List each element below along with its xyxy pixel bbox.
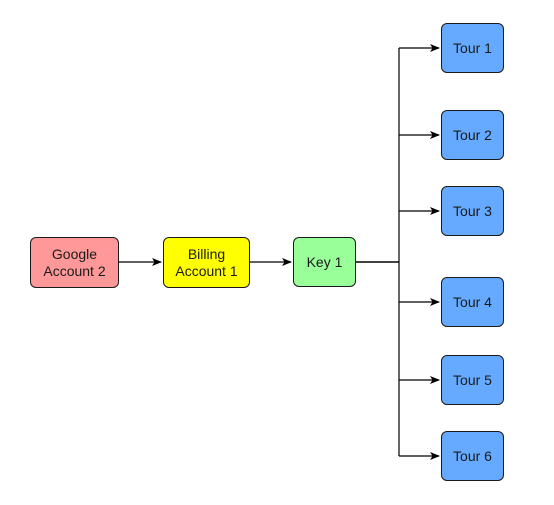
node-tour-2[interactable]: Tour 2 bbox=[441, 110, 504, 160]
node-label: Tour 4 bbox=[453, 293, 492, 310]
node-label: Tour 2 bbox=[453, 126, 492, 143]
node-tour-3[interactable]: Tour 3 bbox=[441, 186, 504, 236]
node-label: Tour 3 bbox=[453, 202, 492, 219]
node-tour-1[interactable]: Tour 1 bbox=[441, 23, 504, 73]
node-tour-6[interactable]: Tour 6 bbox=[441, 431, 504, 481]
node-key-1[interactable]: Key 1 bbox=[293, 237, 356, 287]
node-billing-account-1[interactable]: Billing Account 1 bbox=[163, 237, 250, 288]
node-tour-5[interactable]: Tour 5 bbox=[441, 355, 504, 405]
node-label: Tour 6 bbox=[453, 447, 492, 464]
node-label: Tour 5 bbox=[453, 371, 492, 388]
node-label: Tour 1 bbox=[453, 39, 492, 56]
node-google-account-2[interactable]: Google Account 2 bbox=[30, 237, 119, 288]
node-label: Key 1 bbox=[306, 253, 343, 270]
node-label: Billing Account 1 bbox=[175, 245, 238, 279]
node-label: Google Account 2 bbox=[43, 245, 106, 279]
node-tour-4[interactable]: Tour 4 bbox=[441, 277, 504, 327]
